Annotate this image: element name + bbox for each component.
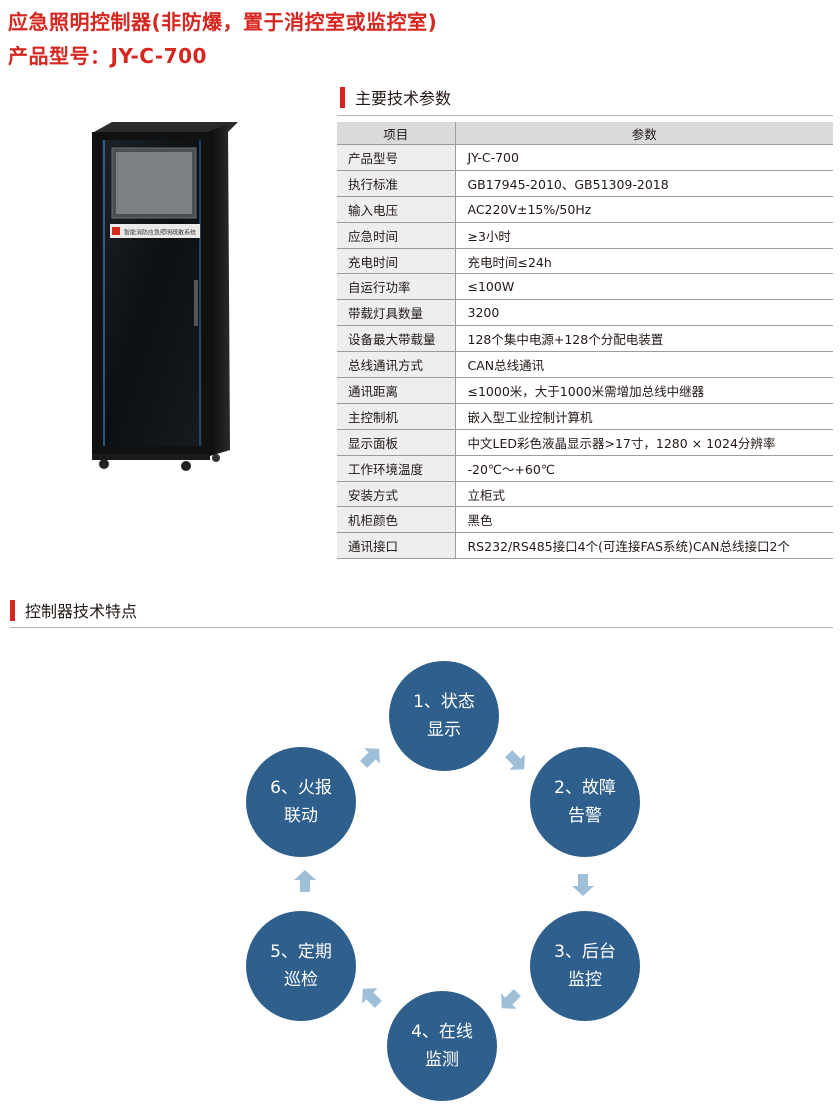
feature-circle-3: 3、后台 监控 bbox=[530, 911, 640, 1021]
row-value: ≤100W bbox=[455, 273, 833, 301]
product-model: 产品型号：JY-C-700 bbox=[8, 44, 207, 68]
row-key: 设备最大带载量 bbox=[337, 325, 456, 353]
row-value: 黑色 bbox=[455, 506, 833, 534]
row-key: 产品型号 bbox=[337, 144, 456, 171]
params-section-heading: 主要技术参数 bbox=[340, 85, 451, 109]
feature-line: 巡检 bbox=[284, 970, 318, 990]
row-value: CAN总线通讯 bbox=[455, 351, 833, 379]
arrow-down-right-icon bbox=[505, 750, 525, 770]
row-value: JY-C-700 bbox=[455, 144, 833, 171]
table-row: 自运行功率≤100W bbox=[337, 273, 833, 301]
feature-line: 1、状态 bbox=[413, 692, 475, 712]
feature-line: 5、定期 bbox=[270, 942, 332, 962]
row-value: 中文LED彩色液晶显示器>17寸，1280 × 1024分辨率 bbox=[455, 429, 833, 456]
params-divider bbox=[337, 115, 833, 116]
arrow-up-right-icon bbox=[360, 748, 380, 768]
row-value: GB17945-2010、GB51309-2018 bbox=[455, 170, 833, 197]
feature-line: 4、在线 bbox=[411, 1022, 473, 1042]
row-key: 应急时间 bbox=[337, 222, 456, 249]
page-title: 应急照明控制器(非防爆，置于消控室或监控室) bbox=[8, 10, 438, 34]
feature-circle-1: 1、状态 显示 bbox=[389, 661, 499, 771]
feature-circle-6: 6、火报 联动 bbox=[246, 747, 356, 857]
params-section-title: 主要技术参数 bbox=[355, 89, 452, 108]
row-key: 执行标准 bbox=[337, 170, 456, 197]
section-marker bbox=[340, 86, 345, 108]
feature-line: 监控 bbox=[568, 970, 602, 990]
header-item: 项目 bbox=[337, 122, 456, 145]
row-value: AC220V±15%/50Hz bbox=[455, 196, 833, 223]
arrow-down-icon bbox=[572, 874, 594, 896]
section-marker bbox=[10, 599, 15, 621]
cabinet-image: 智能消防应急照明疏散系统 bbox=[92, 122, 238, 471]
feature-circle-4: 4、在线 监测 bbox=[387, 991, 497, 1101]
feature-circle-2: 2、故障 告警 bbox=[530, 747, 640, 857]
feature-line: 联动 bbox=[284, 806, 318, 826]
feature-line: 告警 bbox=[568, 806, 602, 826]
row-key: 显示面板 bbox=[337, 429, 456, 456]
row-key: 通讯距离 bbox=[337, 377, 456, 404]
row-key: 充电时间 bbox=[337, 248, 456, 275]
feature-line: 2、故障 bbox=[554, 778, 616, 798]
table-row: 工作环境温度-20℃～+60℃ bbox=[337, 455, 833, 482]
cabinet-panel-label: 智能消防应急照明疏散系统 bbox=[124, 229, 196, 237]
table-header-row: 项目 参数 bbox=[337, 122, 833, 145]
row-key: 输入电压 bbox=[337, 196, 456, 223]
feature-line: 6、火报 bbox=[270, 778, 332, 798]
row-key: 机柜颜色 bbox=[337, 506, 456, 534]
row-value: 立柜式 bbox=[455, 481, 833, 508]
row-key: 工作环境温度 bbox=[337, 455, 456, 482]
feature-line: 监测 bbox=[425, 1050, 459, 1070]
feature-line: 3、后台 bbox=[554, 942, 616, 962]
features-divider bbox=[10, 627, 833, 628]
row-value: 3200 bbox=[455, 299, 833, 327]
table-row: 机柜颜色黑色 bbox=[337, 506, 833, 534]
arrow-down-left-icon bbox=[501, 989, 521, 1009]
table-row: 安装方式立柜式 bbox=[337, 481, 833, 508]
table-row: 显示面板中文LED彩色液晶显示器>17寸，1280 × 1024分辨率 bbox=[337, 429, 833, 456]
row-key: 总线通讯方式 bbox=[337, 351, 456, 379]
row-value: ≥3小时 bbox=[455, 222, 833, 249]
row-value: 充电时间≤24h bbox=[455, 248, 833, 275]
features-section-title: 控制器技术特点 bbox=[25, 602, 138, 621]
feature-circle-5: 5、定期 巡检 bbox=[246, 911, 356, 1021]
row-value: -20℃～+60℃ bbox=[455, 455, 833, 482]
table-row: 充电时间充电时间≤24h bbox=[337, 248, 833, 275]
feature-line: 显示 bbox=[427, 720, 461, 740]
row-key: 带载灯具数量 bbox=[337, 299, 456, 327]
row-value: 128个集中电源+128个分配电装置 bbox=[455, 325, 833, 353]
row-value: ≤1000米，大于1000米需增加总线中继器 bbox=[455, 377, 833, 404]
table-row: 应急时间≥3小时 bbox=[337, 222, 833, 249]
row-value: 嵌入型工业控制计算机 bbox=[455, 403, 833, 430]
arrow-up-left-icon bbox=[362, 988, 382, 1008]
table-row: 主控制机嵌入型工业控制计算机 bbox=[337, 403, 833, 430]
table-row: 通讯距离≤1000米，大于1000米需增加总线中继器 bbox=[337, 377, 833, 404]
row-key: 通讯接口 bbox=[337, 532, 456, 560]
arrow-up-icon bbox=[294, 870, 316, 892]
header-param: 参数 bbox=[455, 122, 833, 145]
row-value: RS232/RS485接口4个(可连接FAS系统)CAN总线接口2个 bbox=[455, 532, 833, 560]
features-section-heading: 控制器技术特点 bbox=[10, 598, 137, 622]
row-key: 自运行功率 bbox=[337, 273, 456, 301]
row-key: 安装方式 bbox=[337, 481, 456, 508]
row-key: 主控制机 bbox=[337, 403, 456, 430]
